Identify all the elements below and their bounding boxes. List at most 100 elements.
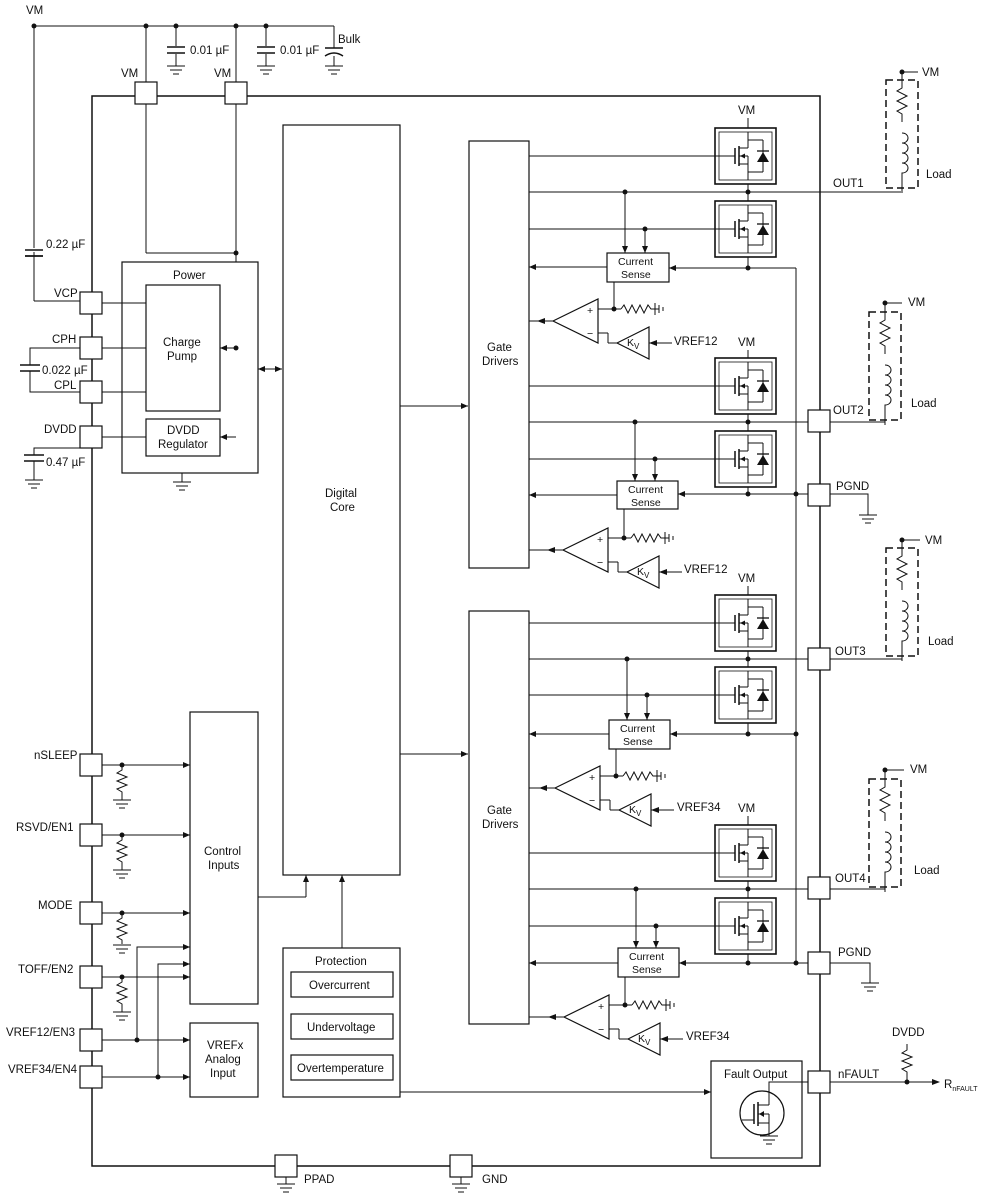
vm-load1-label: VM <box>922 67 939 79</box>
vm-pin1-label: VM <box>121 68 138 80</box>
plus-4: + <box>598 1001 604 1013</box>
vref34-1-label: VREF34 <box>677 802 721 814</box>
vm-hs3-label: VM <box>738 573 755 585</box>
charge-pump-line2: Pump <box>167 351 197 363</box>
kv-1: KV <box>627 337 640 351</box>
vcp-label: VCP <box>54 288 78 300</box>
channel-out2: VM OUT2 Current Sense + − KV VRE <box>529 297 937 589</box>
dvdd-pin <box>79 425 103 449</box>
vm-load2-label: VM <box>908 297 925 309</box>
control-inputs-block: Control Inputs <box>189 711 309 1005</box>
current-sense-2-line2: Sense <box>631 497 661 509</box>
load3-label: Load <box>928 636 954 648</box>
vm-hs1-label: VM <box>738 105 755 117</box>
gate-drivers-upper-line2: Drivers <box>482 356 519 368</box>
out3-pin <box>807 647 831 671</box>
vm-load3-label: VM <box>925 535 942 547</box>
kv-4: KV <box>638 1033 651 1047</box>
channel-out4: VM OUT4 Current Sense + − KV VRE <box>529 764 940 1056</box>
overtemperature-label: Overtemperature <box>297 1063 384 1075</box>
vm-hs4-label: VM <box>738 803 755 815</box>
rnfault-label: RnFAULT <box>944 1079 978 1093</box>
vrefx-line2: Analog <box>205 1054 241 1066</box>
vrefx-analog-block: VREFx Analog Input <box>189 1022 259 1098</box>
plus-2: + <box>597 534 603 546</box>
channel-out3: VM OUT3 Current Sense + − KV VRE <box>529 535 954 827</box>
cph-label: CPH <box>52 334 76 346</box>
vref12-1-label: VREF12 <box>674 336 717 348</box>
current-sense-2-line1: Current <box>628 484 663 496</box>
digital-core-block: Digital Core <box>282 124 468 876</box>
charge-pump-block <box>145 284 221 412</box>
bottom-pins: PPAD GND <box>274 1154 508 1193</box>
pgnd1-label: PGND <box>836 481 869 493</box>
dvdd-regulator-line2: Regulator <box>158 439 208 451</box>
channel-out1: VM OUT1 Current Sense + − KV VREF12 <box>529 67 952 360</box>
cap-dvdd-label: 0.47 µF <box>46 457 85 469</box>
current-sense-1-line2: Sense <box>621 269 651 281</box>
digital-core-line1: Digital <box>325 488 357 500</box>
charge-pump-line1: Charge <box>163 337 201 349</box>
vref34-en4-pin <box>79 1065 103 1089</box>
overcurrent-label: Overcurrent <box>309 980 371 992</box>
gate-drivers-lower: Gate Drivers <box>468 610 530 1025</box>
mode-label: MODE <box>38 900 73 912</box>
gate-drivers-upper: Gate Drivers <box>468 140 530 569</box>
plus-1: + <box>587 305 593 317</box>
current-sense-3 <box>608 719 671 750</box>
kv-3: KV <box>629 804 642 818</box>
vcp-pin <box>79 291 103 315</box>
ppad-label: PPAD <box>304 1174 334 1186</box>
kv-2: KV <box>637 566 650 580</box>
vref34-en4-label: VREF34/EN4 <box>8 1064 78 1076</box>
current-sense-4-line1: Current <box>629 951 664 963</box>
out4-pin <box>807 876 831 900</box>
cap-vm1-label: 0.01 µF <box>190 45 229 57</box>
undervoltage-label: Undervoltage <box>307 1022 375 1034</box>
digital-core-line2: Core <box>330 502 355 514</box>
vrefx-line3: Input <box>210 1068 236 1080</box>
protection-title: Protection <box>315 956 367 968</box>
vm-hs2-label: VM <box>738 337 755 349</box>
pgnd2-label: PGND <box>838 947 871 959</box>
load1-label: Load <box>926 169 952 181</box>
ppad-pin <box>274 1154 298 1178</box>
undervoltage-box <box>290 1013 394 1040</box>
protection-block: Protection Overcurrent Undervoltage Over… <box>282 875 711 1098</box>
nsleep-pin <box>79 753 103 777</box>
vref12-2-label: VREF12 <box>684 564 727 576</box>
power-block: Power Charge Pump DVDD Regulator <box>121 261 282 491</box>
toff-en2-pin <box>79 965 103 989</box>
rsvd-en1-label: RSVD/EN1 <box>16 822 74 834</box>
fault-output-block: Fault Output nFAULT DVDD RnFAULT <box>710 1027 978 1159</box>
out3-label: OUT3 <box>835 646 866 658</box>
load4-label: Load <box>914 865 940 877</box>
left-power-pins: VCP CPH CPL DVDD 0.022 µF 0.47 µF <box>20 288 146 489</box>
out1-label: OUT1 <box>833 178 864 190</box>
minus-4: − <box>598 1024 604 1036</box>
gate-drivers-lower-line1: Gate <box>487 805 512 817</box>
vm-top-label: VM <box>26 5 43 17</box>
fault-output-title: Fault Output <box>724 1069 788 1081</box>
out2-label: OUT2 <box>833 405 864 417</box>
dvdd-regulator-line1: DVDD <box>167 425 200 437</box>
nsleep-label: nSLEEP <box>34 750 78 762</box>
control-inputs-line2: Inputs <box>208 860 240 872</box>
overcurrent-box <box>290 971 394 998</box>
vm-pin-1 <box>134 81 158 105</box>
minus-2: − <box>597 557 603 569</box>
cpl-pin <box>79 380 103 404</box>
dvdd-label: DVDD <box>44 424 77 436</box>
vrefx-line1: VREFx <box>207 1040 244 1052</box>
cap-vm2-label: 0.01 µF <box>280 45 319 57</box>
current-sense-1-line1: Current <box>618 256 653 268</box>
nfault-pin <box>807 1070 831 1094</box>
left-logic-pins: nSLEEP RSVD/EN1 MODE TOFF/EN2 VREF12/EN3 <box>6 750 190 1089</box>
out4-label: OUT4 <box>835 873 866 885</box>
vm-load4-label: VM <box>910 764 927 776</box>
gate-drivers-upper-line1: Gate <box>487 342 512 354</box>
vm-pin2-label: VM <box>214 68 231 80</box>
overtemperature-box <box>290 1054 394 1081</box>
vref34-2-label: VREF34 <box>686 1031 730 1043</box>
